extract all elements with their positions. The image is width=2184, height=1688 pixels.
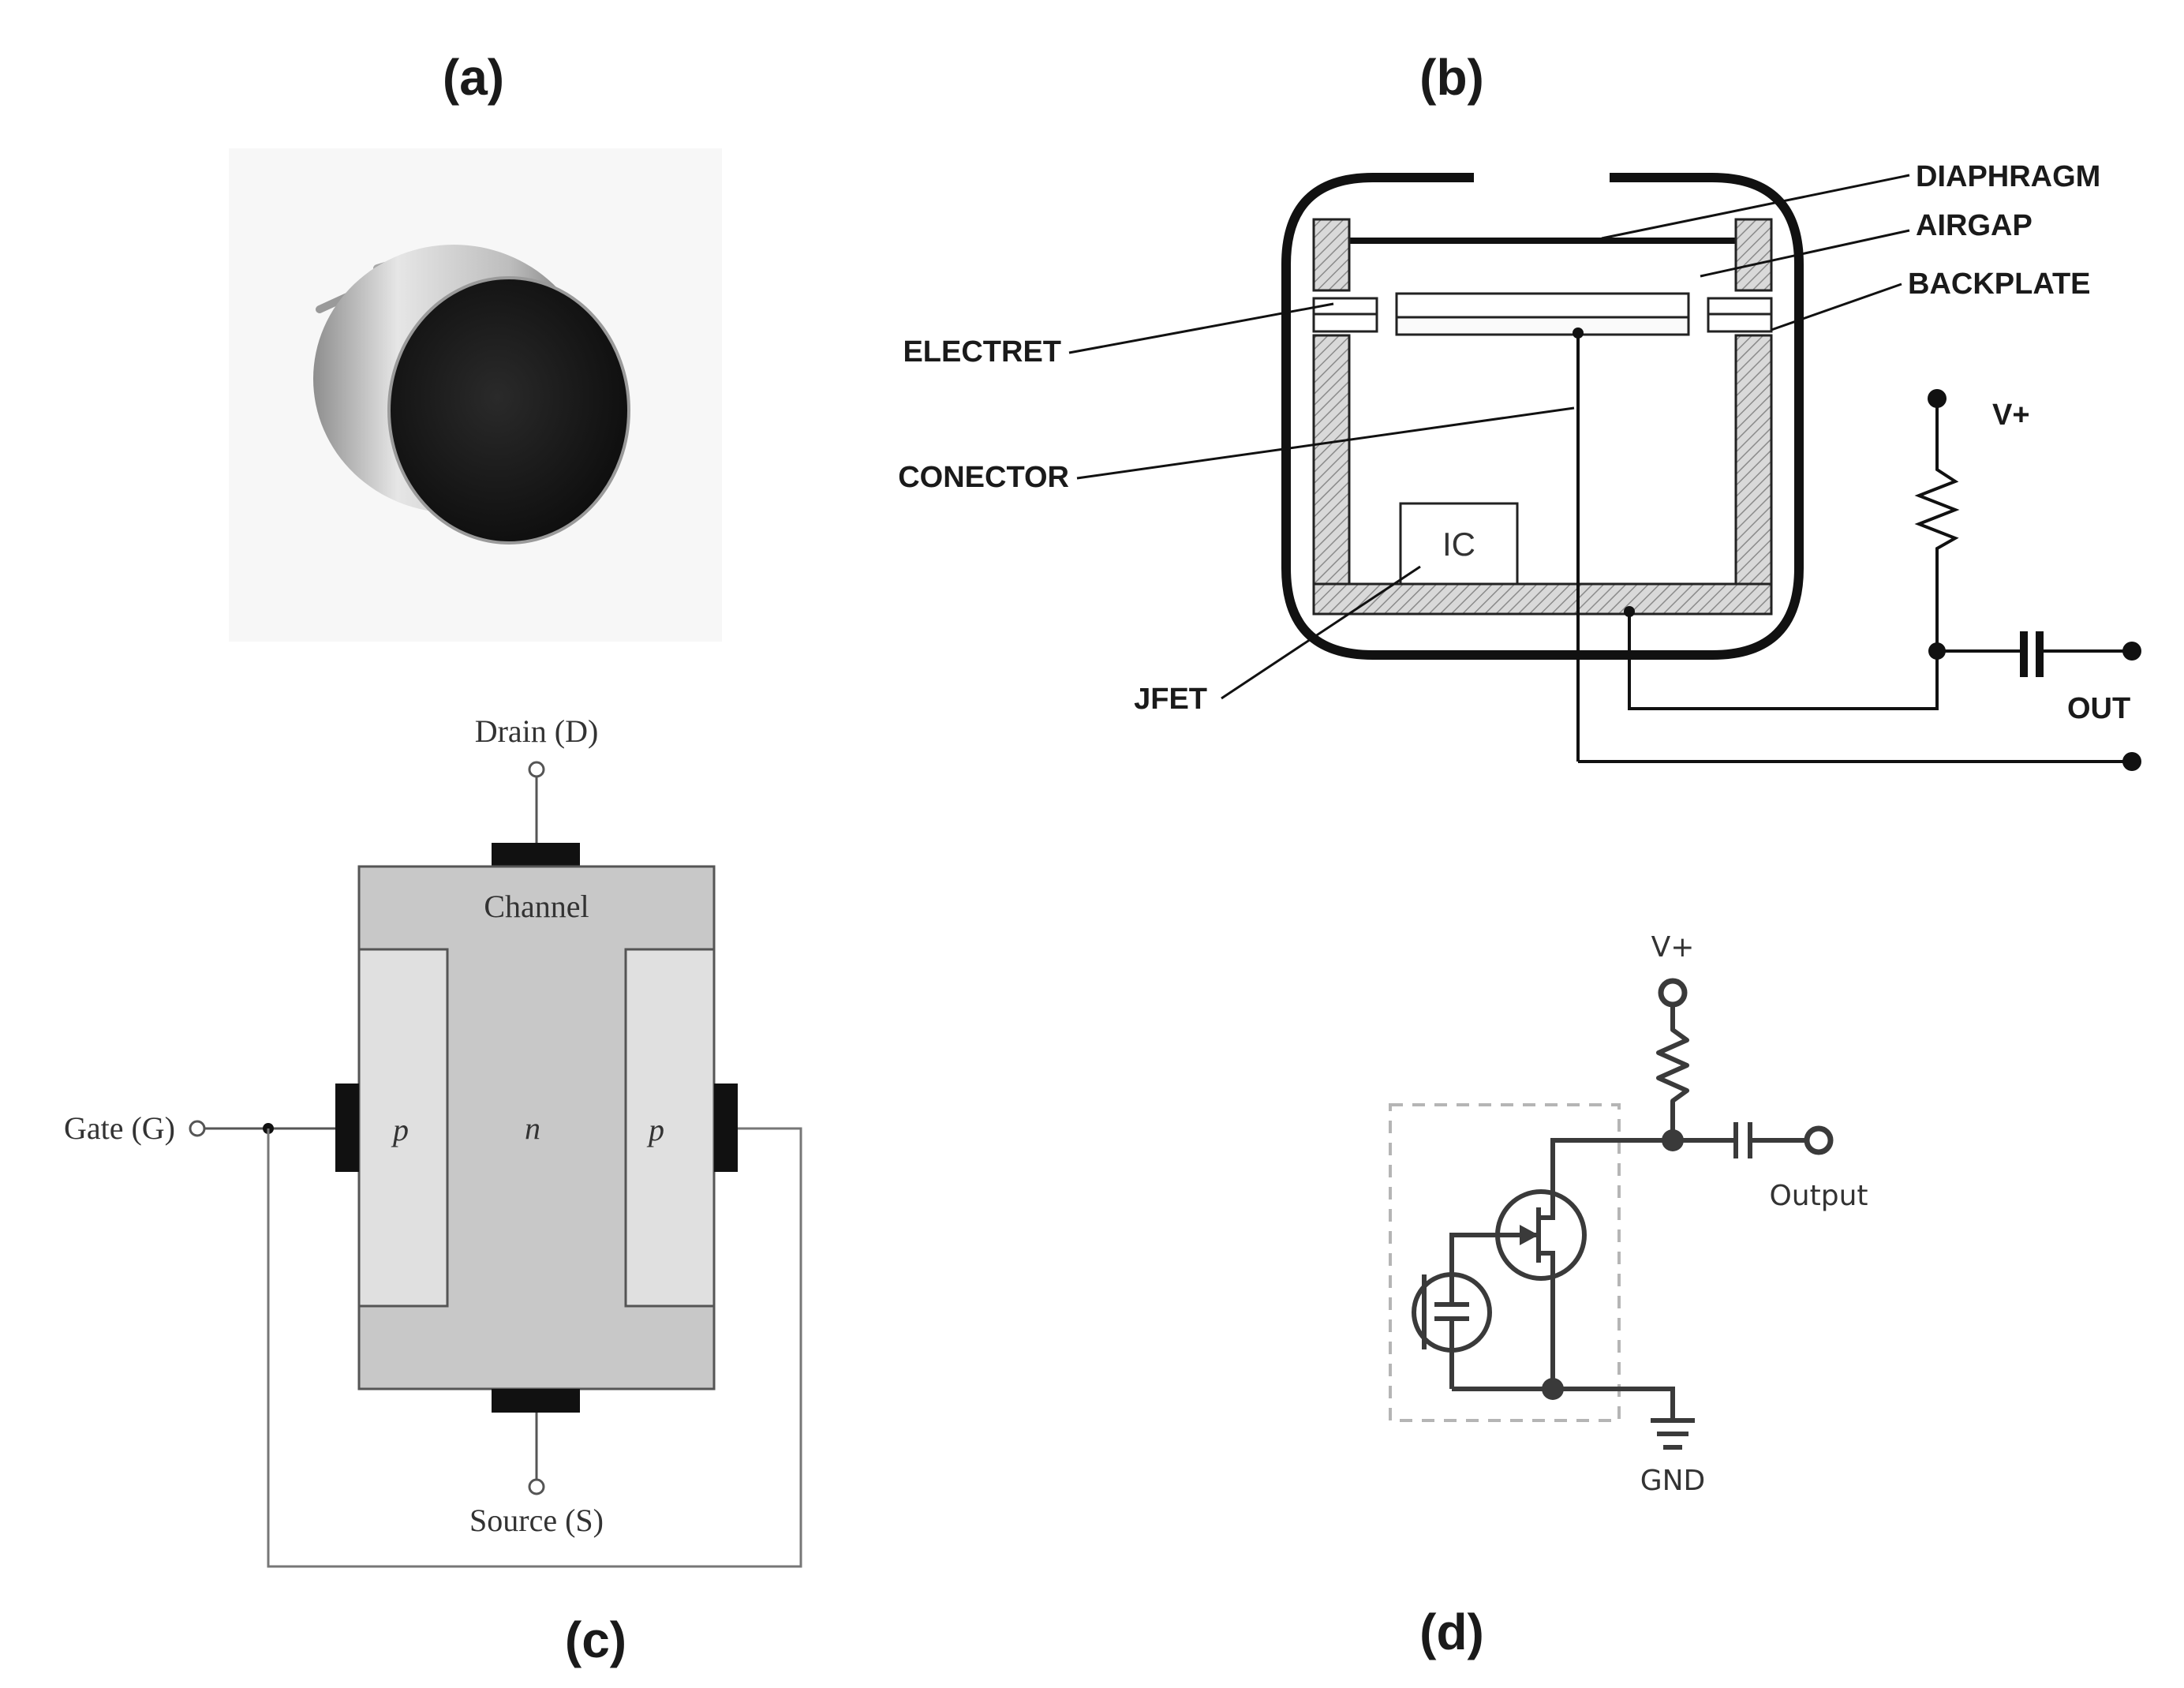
diaphragm-leader	[1601, 174, 1910, 240]
panel-a: (a)	[229, 49, 722, 642]
source-terminal	[528, 1478, 545, 1495]
housing-base	[1312, 582, 1773, 616]
backplate-bottom	[1395, 316, 1690, 336]
channel-label: Channel	[484, 889, 589, 924]
electret-callout: ELECTRET	[903, 335, 1061, 369]
panel-d: (d) V+ Output	[1389, 931, 1868, 1660]
panel-a-label: (a)	[443, 49, 504, 106]
output-label: Output	[1769, 1180, 1868, 1212]
gate-contact-right	[714, 1084, 738, 1172]
backplate-callout: BACKPLATE	[1908, 268, 2091, 301]
ground-bus	[1452, 1387, 1675, 1420]
spacer-top-left	[1312, 218, 1351, 292]
drain-label: Drain (D)	[475, 713, 599, 749]
jfet-drain-wire	[1550, 1138, 1673, 1206]
panel-d-label: (d)	[1419, 1604, 1484, 1660]
jfet-gate-arrow	[1520, 1225, 1539, 1245]
diaphragm-callout: DIAPHRAGM	[1916, 160, 2100, 193]
source-junction-d	[1542, 1378, 1564, 1400]
gate-wire-d	[1449, 1233, 1499, 1274]
housing-wall-right	[1734, 334, 1773, 586]
conector-leader	[1076, 406, 1575, 480]
panel-b: (b) IC	[898, 49, 2141, 771]
airgap-leader	[1700, 229, 1910, 278]
capsule-mesh-face	[387, 276, 630, 545]
jfet-leader	[1221, 565, 1421, 700]
electret-layer-right-top	[1707, 297, 1773, 316]
electret-capsule-photo	[313, 245, 630, 545]
backplate-top	[1395, 292, 1690, 319]
drain-terminal	[528, 761, 545, 778]
panel-b-label: (b)	[1419, 49, 1484, 106]
gate-loop-wire	[267, 1127, 802, 1568]
backplate-leader	[1771, 283, 1902, 331]
p-left-label: p	[391, 1112, 409, 1147]
ground-terminal	[2122, 752, 2141, 771]
out-callout: OUT	[2067, 692, 2130, 725]
out-terminal	[2122, 642, 2141, 661]
gate-label: Gate (G)	[64, 1110, 175, 1146]
airgap-callout: AIRGAP	[1916, 209, 2033, 242]
electret-layer-right-bottom	[1707, 313, 1773, 333]
n-label: n	[525, 1110, 540, 1146]
jfet-callout: JFET	[1134, 683, 1207, 716]
conector-callout: CONECTOR	[898, 461, 1069, 494]
capsule-housing-outline	[1281, 173, 1804, 660]
electret-leader	[1068, 302, 1334, 354]
capsule-boundary	[1389, 1103, 1621, 1422]
electret-layer-left-bottom	[1312, 313, 1378, 333]
jfet-drain-stub	[1539, 1206, 1555, 1220]
gate-terminal	[189, 1120, 206, 1137]
output-wire	[1628, 612, 1939, 710]
spacer-top-right	[1734, 218, 1773, 292]
output-terminal-d	[1804, 1125, 1834, 1155]
housing-wall-left	[1312, 334, 1351, 586]
jfet-source-stub	[1539, 1251, 1555, 1285]
panel-c-label: (c)	[565, 1611, 626, 1668]
vplus-label: V+	[1651, 931, 1695, 964]
p-right-label: p	[646, 1112, 664, 1147]
gnd-label: GND	[1640, 1465, 1706, 1497]
gate-contact-left	[335, 1084, 359, 1172]
vplus-callout: V+	[1992, 399, 2030, 432]
ic-chip	[1399, 502, 1519, 586]
load-resistor-d	[1656, 1005, 1689, 1140]
ic-label: IC	[1442, 526, 1475, 563]
load-resistor	[1914, 399, 1960, 651]
drain-contact	[492, 843, 580, 866]
vplus-terminal-d	[1658, 978, 1688, 1008]
source-contact	[492, 1389, 580, 1413]
panel-c: (c) Drain (D) Channel p n p Source (S) G…	[64, 713, 802, 1668]
source-label: Source (S)	[469, 1503, 604, 1538]
p-region-left	[357, 948, 449, 1308]
p-region-right	[624, 948, 716, 1308]
